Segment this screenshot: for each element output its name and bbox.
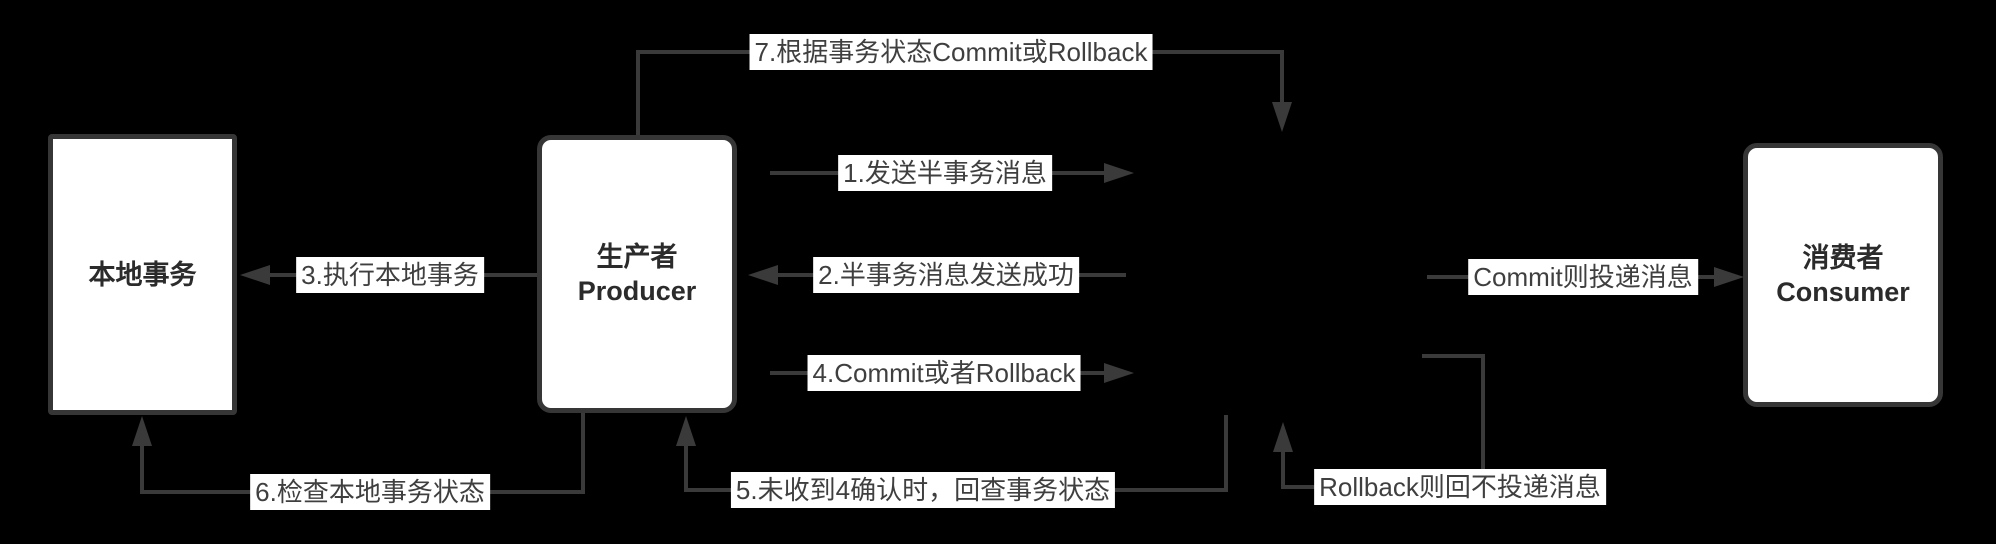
- arrowhead-up-icon: [676, 416, 696, 446]
- connector-segment: [636, 52, 640, 137]
- edge-label-commit-deliver: Commit则投递消息: [1468, 259, 1698, 295]
- connector-segment: [1481, 354, 1485, 489]
- local-transaction-title: 本地事务: [88, 259, 197, 290]
- connector-segment: [684, 444, 688, 490]
- consumer-subtitle: Consumer: [1776, 277, 1910, 307]
- arrowhead-right-icon: [1104, 363, 1134, 383]
- connector-segment: [1422, 354, 1485, 358]
- arrowhead-right-icon: [1104, 163, 1134, 183]
- edge-label-step3: 3.执行本地事务: [296, 257, 484, 293]
- producer-node: 生产者 Producer: [537, 135, 737, 413]
- connector-segment: [1281, 448, 1285, 487]
- connector-segment: [140, 444, 144, 492]
- arrowhead-left-icon: [240, 265, 270, 285]
- connector-segment: [1224, 415, 1228, 492]
- edge-label-step6: 6.检查本地事务状态: [250, 474, 490, 510]
- arrowhead-up-icon: [1273, 422, 1293, 452]
- producer-title: 生产者: [596, 242, 678, 272]
- edge-label-step4: 4.Commit或者Rollback: [807, 355, 1081, 391]
- local-transaction-node: 本地事务: [48, 134, 237, 415]
- edge-label-rollback-no-deliver: Rollback则回不投递消息: [1314, 469, 1606, 505]
- connector-segment: [581, 413, 585, 494]
- edge-label-step2: 2.半事务消息发送成功: [813, 257, 1079, 293]
- consumer-node: 消费者 Consumer: [1743, 143, 1943, 407]
- producer-subtitle: Producer: [577, 276, 697, 306]
- arrowhead-down-icon: [1272, 102, 1292, 132]
- connector-segment: [1280, 52, 1284, 108]
- edge-label-step7: 7.根据事务状态Commit或Rollback: [749, 34, 1153, 70]
- arrowhead-up-icon: [132, 416, 152, 446]
- edge-label-step5: 5.未收到4确认时，回查事务状态: [730, 472, 1116, 508]
- arrowhead-right-icon: [1714, 267, 1744, 287]
- consumer-title: 消费者: [1802, 243, 1884, 273]
- edge-label-step1: 1.发送半事务消息: [838, 155, 1052, 191]
- arrowhead-left-icon: [748, 265, 778, 285]
